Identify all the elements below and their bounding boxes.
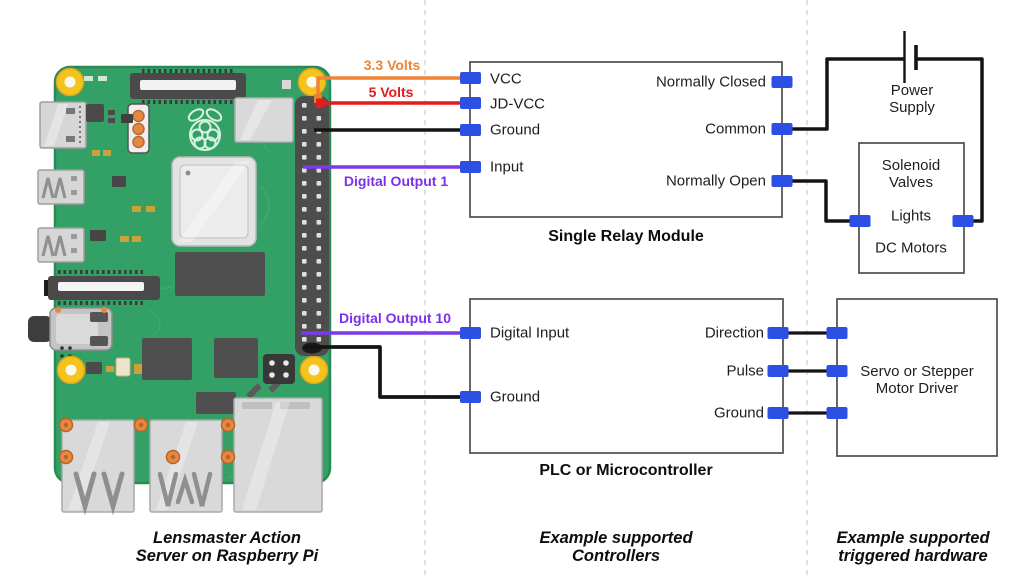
smd-component (282, 80, 291, 89)
wire-label-5v: 5 Volts (368, 84, 414, 100)
soc-chip (171, 156, 257, 247)
caption-pi-line1: Lensmaster Action (153, 529, 301, 547)
poe-header (127, 103, 150, 154)
caption-raspberry-pi: Lensmaster Action Server on Raspberry Pi (136, 529, 319, 565)
connector-direction-out (767, 327, 789, 339)
connector-jdvcc (460, 97, 481, 109)
connector-ground-out (767, 407, 789, 419)
connector-hardware-left (849, 215, 871, 227)
plc-port-ground: Ground (490, 388, 541, 406)
plc-title: PLC or Microcontroller (539, 462, 713, 479)
relay-port-input: Input (490, 158, 524, 176)
ethernet-port (233, 397, 323, 513)
wire-battery-to-hardware (916, 57, 984, 223)
raspberry-pi-illustration (28, 65, 332, 516)
usb-c-port (39, 101, 87, 149)
caption-triggered-hardware: Example supported triggered hardware (836, 529, 989, 565)
connector-ground-relay (460, 124, 481, 136)
wire-common-to-battery (792, 57, 904, 131)
display-ribbon-connector (44, 270, 160, 305)
relay-port-vcc: VCC (490, 70, 522, 88)
wire-label-digital-output-1: Digital Output 1 (343, 173, 449, 189)
triggered-hardware-box (858, 142, 965, 274)
relay-module-box (469, 61, 783, 218)
relay-port-jdvcc: JD-VCC (490, 95, 545, 113)
usb-port-stack-1 (61, 419, 135, 516)
motor-driver-label: Servo or Stepper Motor Driver (860, 363, 973, 397)
battery-symbol (903, 31, 918, 83)
connector-ground-in (826, 407, 848, 419)
terminal-connectors (460, 72, 974, 419)
connector-ground-plc (460, 391, 481, 403)
micro-hdmi-port-2 (37, 227, 85, 263)
connector-input (460, 161, 481, 173)
small-components (60, 76, 284, 414)
hardware-lights-label: Lights (890, 207, 932, 225)
caption-controllers-line2: Controllers (571, 547, 660, 565)
micro-hdmi-port-1 (37, 169, 85, 205)
plc-port-ground-out: Ground (713, 404, 764, 422)
motor-driver-line1: Servo or Stepper (860, 363, 974, 380)
plc-box (469, 298, 784, 454)
wire-normally-open-to-hardware (792, 179, 850, 223)
connector-digital-input (460, 327, 481, 339)
solenoid-line1: Solenoid (881, 157, 941, 174)
connector-normally-closed (771, 76, 793, 88)
hardware-solenoid-valves-label: Solenoid Valves (882, 157, 940, 191)
through-hole-vias (58, 417, 236, 465)
relay-port-common: Common (705, 120, 766, 138)
raspberry-logo (187, 108, 223, 151)
motor-driver-box (836, 298, 998, 457)
power-supply-line1: Power (890, 82, 934, 99)
relay-port-ground: Ground (490, 121, 541, 139)
usb-port-stack-2 (149, 419, 223, 513)
relay-port-normally-open: Normally Open (665, 172, 766, 190)
camera-ribbon-connector (130, 69, 246, 104)
caption-hardware-line1: Example supported (836, 529, 990, 547)
solenoid-line2: Valves (889, 174, 933, 191)
relay-module-title: Single Relay Module (548, 228, 704, 245)
plc-port-pulse: Pulse (726, 362, 764, 380)
motor-driver-line2: Motor Driver (875, 380, 959, 397)
plc-port-digital-input: Digital Input (490, 324, 570, 342)
memory-chip (175, 252, 265, 296)
relay-port-normally-closed: Normally Closed (655, 73, 766, 91)
gpio-header (295, 95, 329, 356)
caption-controllers: Example supported Controllers (539, 529, 692, 565)
wire-ground-plc (304, 345, 464, 399)
connector-common (771, 123, 793, 135)
wire-label-3v3: 3.3 Volts (363, 57, 421, 73)
connector-hardware-right (952, 215, 974, 227)
jumper-block (263, 354, 295, 384)
caption-hardware-line2: triggered hardware (838, 547, 988, 565)
hardware-dc-motors-label: DC Motors (875, 239, 947, 257)
connector-vcc (460, 72, 481, 84)
power-supply-label: Power Supply (889, 82, 935, 116)
plc-port-direction: Direction (704, 324, 764, 342)
caption-pi-line2: Server on Raspberry Pi (135, 547, 319, 565)
wire-label-digital-output-10: Digital Output 10 (339, 310, 451, 326)
wire-3v3 (316, 76, 462, 99)
connector-normally-open (771, 175, 793, 187)
connector-pulse-out (767, 365, 789, 377)
wifi-module-chip (234, 97, 294, 143)
power-supply-line2: Supply (889, 99, 935, 116)
connector-pulse-in (826, 365, 848, 377)
caption-controllers-line1: Example supported (539, 529, 693, 547)
audio-jack (28, 307, 113, 351)
connector-direction-in (826, 327, 848, 339)
